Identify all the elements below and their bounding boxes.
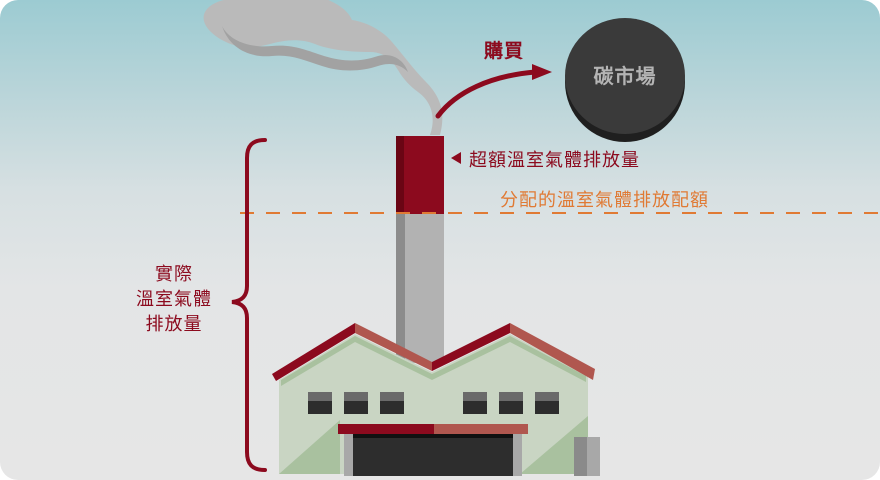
excess-emissions-label: 超額溫室氣體排放量 — [451, 146, 640, 172]
actual-emissions-brace — [231, 138, 267, 472]
buy-arrow — [435, 64, 552, 119]
actual-emissions-line-1: 實際 — [155, 264, 193, 285]
carbon-market-label: 碳市場 — [593, 64, 657, 88]
allocated-quota-label: 分配的溫室氣體排放配額 — [500, 190, 709, 211]
factory-building — [272, 323, 600, 476]
smoke-cloud — [203, 0, 443, 135]
buy-label: 購買 — [484, 40, 525, 62]
actual-emissions-label: 實際 溫室氣體 排放量 — [124, 262, 224, 337]
actual-emissions-line-3: 排放量 — [145, 314, 203, 335]
chimney — [396, 136, 444, 363]
carbon-market-circle — [565, 18, 685, 142]
excess-emissions-text: 超額溫室氣體排放量 — [469, 150, 640, 171]
factory-windows — [308, 392, 559, 414]
pointer-triangle-icon — [451, 152, 461, 164]
actual-emissions-line-2: 溫室氣體 — [136, 289, 212, 310]
